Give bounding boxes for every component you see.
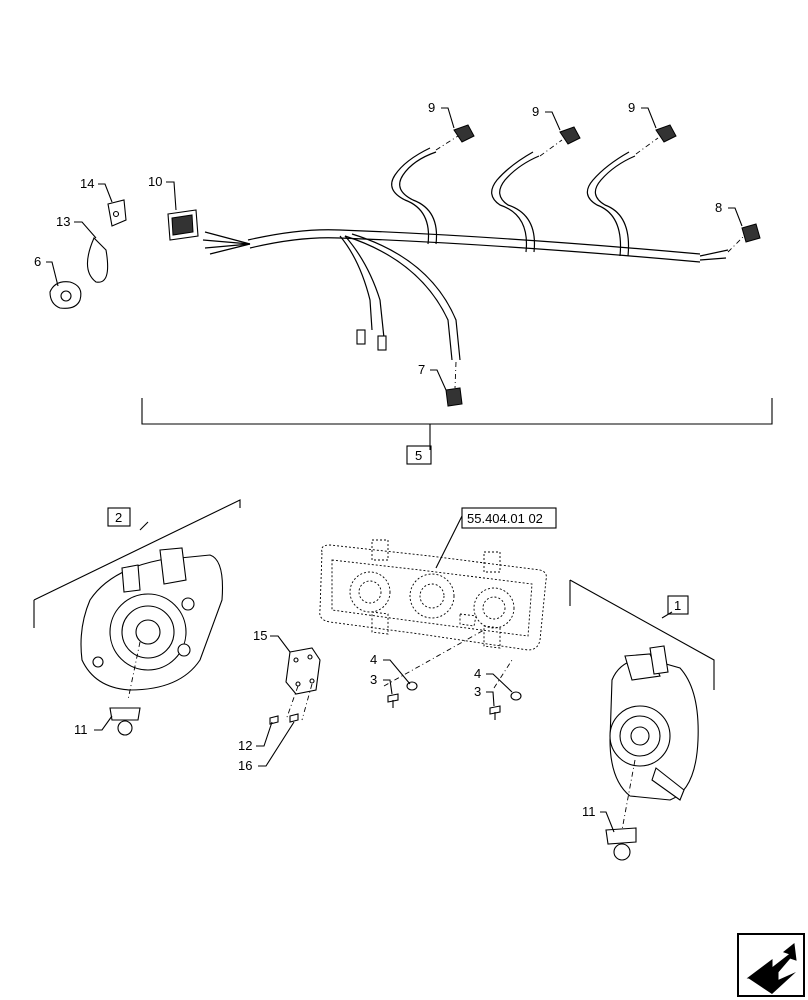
callout-9c: 9: [628, 100, 635, 115]
callout-9a: 9: [428, 100, 435, 115]
reference-label: 55.404.01 02: [467, 511, 543, 526]
callout-13: 13: [56, 214, 70, 229]
callout-15: 15: [253, 628, 267, 643]
wiring-harness: [202, 147, 729, 361]
leader-lines: [46, 107, 743, 833]
headlamp-left: [33, 499, 241, 736]
callout-5: 5: [415, 448, 422, 463]
connector-7: [445, 361, 463, 407]
callout-2: 2: [115, 510, 122, 525]
screw-washer-left: [387, 681, 418, 708]
callout-9b: 9: [532, 104, 539, 119]
connector-9b: [539, 126, 581, 157]
harness-bracket: [141, 398, 773, 465]
callout-6: 6: [34, 254, 41, 269]
callout-16: 16: [238, 758, 252, 773]
p-clamp-6: [49, 281, 82, 309]
callout-11a: 11: [74, 722, 88, 737]
connector-10: [167, 209, 199, 241]
callout-4b: 4: [474, 666, 481, 681]
callout-1: 1: [674, 598, 681, 613]
connector-9c: [635, 124, 677, 155]
clip-14: [107, 199, 127, 227]
next-page-arrow-icon[interactable]: [737, 933, 805, 997]
callout-11b: 11: [582, 804, 596, 819]
screw-washer-right: [489, 691, 522, 720]
instrument-panel: [319, 507, 557, 689]
callout-3a: 3: [370, 672, 377, 687]
callout-12: 12: [238, 738, 252, 753]
connector-8: [727, 223, 761, 253]
connector-9a: [435, 124, 475, 151]
module-15: [269, 647, 321, 725]
headlamp-right: [569, 579, 715, 861]
cable-tie-13: [86, 237, 109, 283]
callout-14: 14: [80, 176, 94, 191]
callout-10: 10: [148, 174, 162, 189]
callout-3b: 3: [474, 684, 481, 699]
callout-4a: 4: [370, 652, 377, 667]
callout-8: 8: [715, 200, 722, 215]
callout-7: 7: [418, 362, 425, 377]
